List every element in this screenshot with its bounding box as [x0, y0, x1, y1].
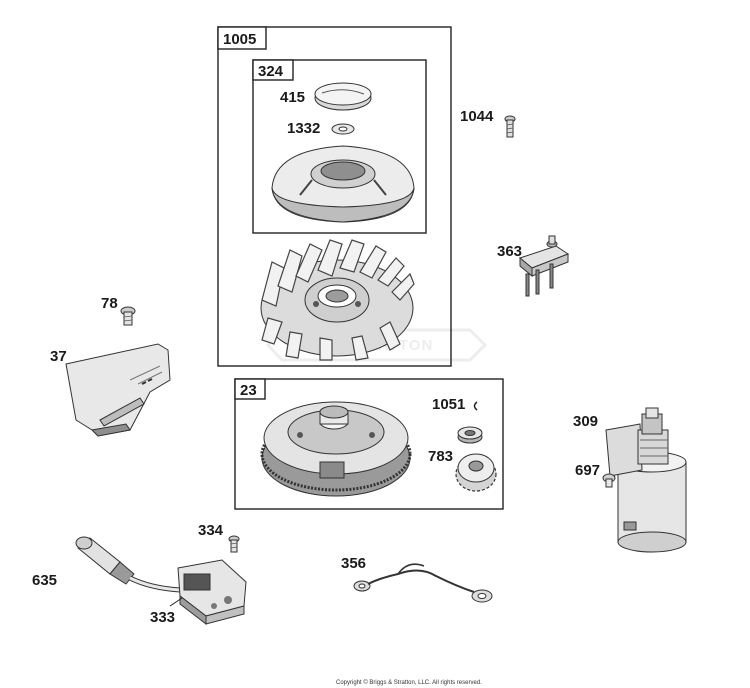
part-flywheel [260, 401, 412, 497]
part-37-air-guide [65, 343, 171, 437]
callout-1332: 1332 [287, 120, 320, 137]
copyright-notice: Copyright © Briggs & Stratton, LLC. All … [336, 679, 482, 686]
part-333-ignition-module [177, 559, 247, 626]
part-334-screw [228, 535, 240, 553]
part-363-bracket [518, 235, 570, 297]
callout-363: 363 [497, 243, 522, 260]
callout-1005: 1005 [223, 31, 256, 48]
kit-1005-box [217, 26, 452, 367]
callout-309: 309 [573, 413, 598, 430]
callout-415: 415 [280, 89, 305, 106]
leader-333 [169, 597, 183, 607]
callout-324: 324 [258, 63, 284, 80]
callout-635: 635 [32, 572, 57, 589]
kit-23-tag [234, 378, 266, 400]
callout-783: 783 [428, 448, 453, 465]
part-1044-screw [504, 115, 516, 138]
callout-697: 697 [575, 462, 600, 479]
callout-78: 78 [101, 295, 118, 312]
callout-37: 37 [50, 348, 67, 365]
part-415-cap [314, 82, 372, 111]
callout-356: 356 [341, 555, 366, 572]
callout-1044: 1044 [460, 108, 494, 125]
part-78-screw [120, 306, 136, 326]
kit-324-box [252, 59, 427, 234]
callout-334: 334 [198, 522, 224, 539]
kit-23-box [234, 378, 504, 510]
part-rotating-screen [271, 145, 415, 223]
callout-1051: 1051 [432, 396, 465, 413]
part-cooling-fan [260, 239, 415, 361]
part-flywheel-nut [457, 426, 483, 444]
part-697-screw [602, 473, 616, 488]
part-783-gear [455, 453, 497, 492]
kit-324-tag [252, 59, 294, 81]
kit-1005-tag [217, 26, 267, 50]
part-635-spark-plug-boot [75, 536, 181, 593]
callout-23: 23 [240, 382, 257, 399]
part-356-ground-wire [353, 563, 493, 603]
part-309-starter-motor [605, 407, 687, 553]
callout-333: 333 [150, 609, 175, 626]
part-1051-key [473, 401, 478, 411]
part-1332-washer [331, 123, 355, 135]
